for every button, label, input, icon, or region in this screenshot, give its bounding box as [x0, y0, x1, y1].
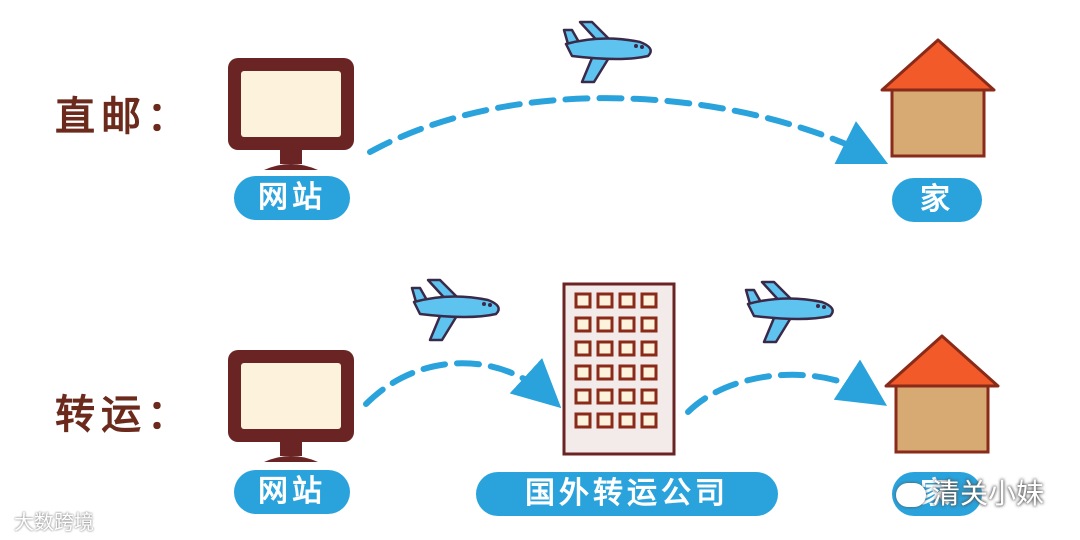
building-window	[640, 364, 658, 381]
building-window	[618, 292, 636, 309]
forwarding-company-pill: 国外转运公司	[476, 472, 778, 516]
building-window	[574, 340, 592, 357]
forwarding-label: 转运：	[55, 392, 193, 438]
building-window	[574, 388, 592, 405]
building-window	[574, 412, 592, 429]
home-pill: 家	[892, 178, 982, 222]
building-window	[596, 316, 614, 333]
building-window	[618, 316, 636, 333]
watermark-right: 清关小妹	[896, 472, 1044, 512]
website-pill: 网站	[234, 470, 350, 514]
building-window	[640, 340, 658, 357]
building-window	[574, 292, 592, 309]
website-pill: 网站	[234, 176, 350, 220]
building-window	[574, 364, 592, 381]
house-icon	[884, 334, 1000, 454]
building-window	[596, 388, 614, 405]
direct-arrow	[367, 95, 889, 165]
home-pill: 家	[892, 472, 982, 516]
airplane-icon	[562, 20, 652, 84]
watermark-left: 大数跨境	[14, 510, 94, 534]
building-window	[618, 412, 636, 429]
building-window	[640, 412, 658, 429]
building-window	[596, 412, 614, 429]
monitor-icon	[228, 58, 354, 170]
building-window	[618, 340, 636, 357]
monitor-icon	[228, 350, 354, 462]
building-window	[574, 316, 592, 333]
building-window	[640, 292, 658, 309]
building-window	[618, 364, 636, 381]
direct-mail-label: 直邮：	[55, 94, 193, 140]
building-window	[618, 388, 636, 405]
building-window	[596, 292, 614, 309]
building-window	[596, 364, 614, 381]
chat-bubble-icon	[896, 483, 926, 507]
forward-arrow-1	[363, 358, 562, 409]
airplane-icon	[410, 278, 500, 342]
building-window	[640, 388, 658, 405]
building-window	[640, 316, 658, 333]
house-icon	[880, 38, 996, 158]
forward-arrow-2	[685, 359, 888, 415]
building-window	[596, 340, 614, 357]
building-icon	[562, 282, 676, 456]
airplane-icon	[744, 280, 834, 344]
